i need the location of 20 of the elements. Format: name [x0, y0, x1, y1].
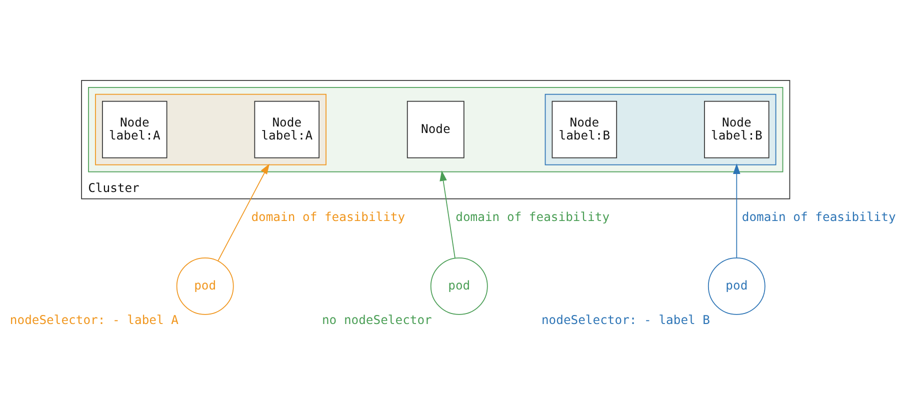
node-box: Node label:A [254, 100, 320, 158]
arrow [440, 170, 456, 258]
cluster [95, 93, 326, 165]
node-circle: pod [430, 256, 488, 314]
node-circle: pod [176, 256, 234, 314]
node-label: nodeSelector: - label B [541, 312, 710, 327]
cluster [544, 93, 776, 165]
node-label: no nodeSelector [322, 312, 432, 327]
node-box: Node label:A [102, 100, 168, 158]
edge-label: domain of feasibility [456, 210, 610, 224]
edge-label: domain of feasibility [742, 210, 896, 224]
arrow [733, 163, 740, 258]
node-box: Node label:B [704, 100, 770, 158]
node-box: Node [406, 100, 464, 158]
arrow [218, 163, 270, 261]
node-circle: pod [708, 256, 766, 314]
cluster [88, 86, 784, 172]
edge-label: domain of feasibility [251, 210, 406, 224]
node-box: Node label:B [552, 100, 618, 158]
node-label: nodeSelector: - label A [10, 312, 178, 327]
